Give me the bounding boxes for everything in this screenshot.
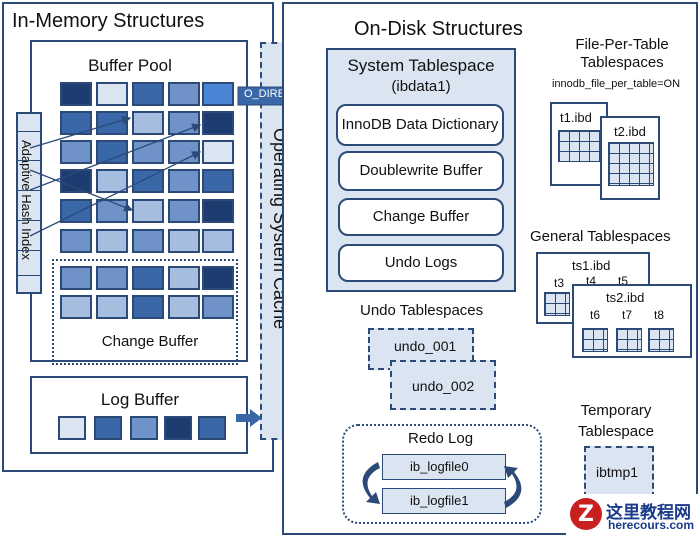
file-per-table-title: File-Per-Table Tablespaces [548, 36, 696, 72]
redo-cycle-arrows [362, 462, 522, 508]
page [132, 82, 164, 106]
page [130, 416, 158, 440]
ts2-table-t8: t8 [654, 308, 665, 322]
page [96, 169, 128, 193]
ib-logfile0-label: ib_logfile0 [410, 459, 469, 474]
buffer-pool-title: Buffer Pool [88, 56, 172, 75]
ts1-table-icon [544, 292, 570, 316]
redo-log [342, 424, 542, 524]
t2-ibd-table-icon [608, 142, 654, 186]
page [202, 140, 234, 164]
general-title: General Tablespaces [530, 228, 671, 245]
log-buffer [30, 376, 248, 454]
adaptive-hash-index [16, 112, 42, 294]
in-memory-title: In-Memory Structures [12, 10, 205, 32]
page [202, 229, 234, 253]
file-per-table-title-text: File-Per-Table Tablespaces [575, 36, 669, 71]
page [168, 169, 200, 193]
watermark-url: herecours.com [608, 518, 695, 532]
ts1-table-t4: t4 [586, 274, 597, 288]
page [132, 229, 164, 253]
undo-001-label: undo_001 [394, 338, 457, 354]
page [132, 169, 164, 193]
data-dictionary-label: InnoDB Data Dictionary [341, 116, 499, 133]
page [168, 295, 200, 319]
undo-002 [390, 360, 496, 410]
undo-002-label: undo_002 [412, 378, 475, 394]
page [202, 169, 234, 193]
page [202, 82, 234, 106]
page [168, 229, 200, 253]
ib-logfile1-label: ib_logfile1 [410, 493, 469, 508]
ts2-ibd-label: ts2.ibd [606, 290, 645, 305]
page [96, 266, 128, 290]
page [96, 140, 128, 164]
t1-ibd-table-icon [558, 130, 600, 162]
page [60, 229, 92, 253]
ts1-ibd-label: ts1.ibd [572, 258, 611, 273]
page [60, 199, 92, 223]
system-change-buffer-label: Change Buffer [372, 208, 470, 225]
page [60, 140, 92, 164]
page [168, 82, 200, 106]
change-buffer-label: Change Buffer [101, 333, 199, 350]
page [202, 111, 234, 135]
system-tablespace-title: System Tablespace [347, 56, 495, 75]
change-buffer-region [52, 259, 238, 365]
page [94, 416, 122, 440]
undo-logs-label: Undo Logs [384, 254, 458, 271]
page [96, 295, 128, 319]
ts1-table-t5: t5 [618, 274, 629, 288]
page [168, 199, 200, 223]
page [96, 82, 128, 106]
doublewrite-buffer-label: Doublewrite Buffer [359, 162, 483, 179]
temporary-title: Temporary Tablespace [560, 400, 672, 442]
ts2-table-icon-1 [582, 328, 608, 352]
watermark-cn: 这里教程网 [606, 503, 691, 523]
page [132, 140, 164, 164]
undo-title: Undo Tablespaces [360, 302, 484, 319]
temporary-title-text: Temporary Tablespace [578, 402, 654, 440]
ts2-table-icon-2 [616, 328, 642, 352]
page [132, 295, 164, 319]
log-to-os-arrow [236, 409, 262, 427]
system-tablespace-file: (ibdata1) [391, 78, 451, 95]
page [60, 266, 92, 290]
page [132, 111, 164, 135]
file-per-table-setting: innodb_file_per_table=ON [551, 78, 681, 90]
page [202, 295, 234, 319]
page [60, 82, 92, 106]
page [132, 199, 164, 223]
data-dictionary: InnoDB Data Dictionary [336, 104, 504, 146]
page [168, 266, 200, 290]
system-change-buffer: Change Buffer [338, 198, 504, 236]
page [58, 416, 86, 440]
doublewrite-buffer: Doublewrite Buffer [338, 151, 504, 191]
t2-ibd-label: t2.ibd [614, 124, 646, 139]
ib-logfile1 [382, 488, 506, 514]
ts1-table-t3: t3 [554, 276, 565, 290]
redo-log-title: Redo Log [408, 430, 474, 447]
log-buffer-title: Log Buffer [100, 390, 180, 409]
watermark-logo: Z [570, 498, 602, 530]
ibtmp1 [584, 446, 654, 498]
page [60, 295, 92, 319]
ts2-table-t6: t6 [590, 308, 601, 322]
ts2-table-t7: t7 [622, 308, 633, 322]
on-disk-title: On-Disk Structures [354, 18, 523, 40]
page [96, 229, 128, 253]
page [164, 416, 192, 440]
page [202, 199, 234, 223]
page [202, 266, 234, 290]
t1-ibd-label: t1.ibd [560, 110, 592, 125]
undo-logs: Undo Logs [338, 244, 504, 282]
page [132, 266, 164, 290]
page [198, 416, 226, 440]
ibtmp1-label: ibtmp1 [596, 464, 639, 480]
ts2-table-icon-3 [648, 328, 674, 352]
